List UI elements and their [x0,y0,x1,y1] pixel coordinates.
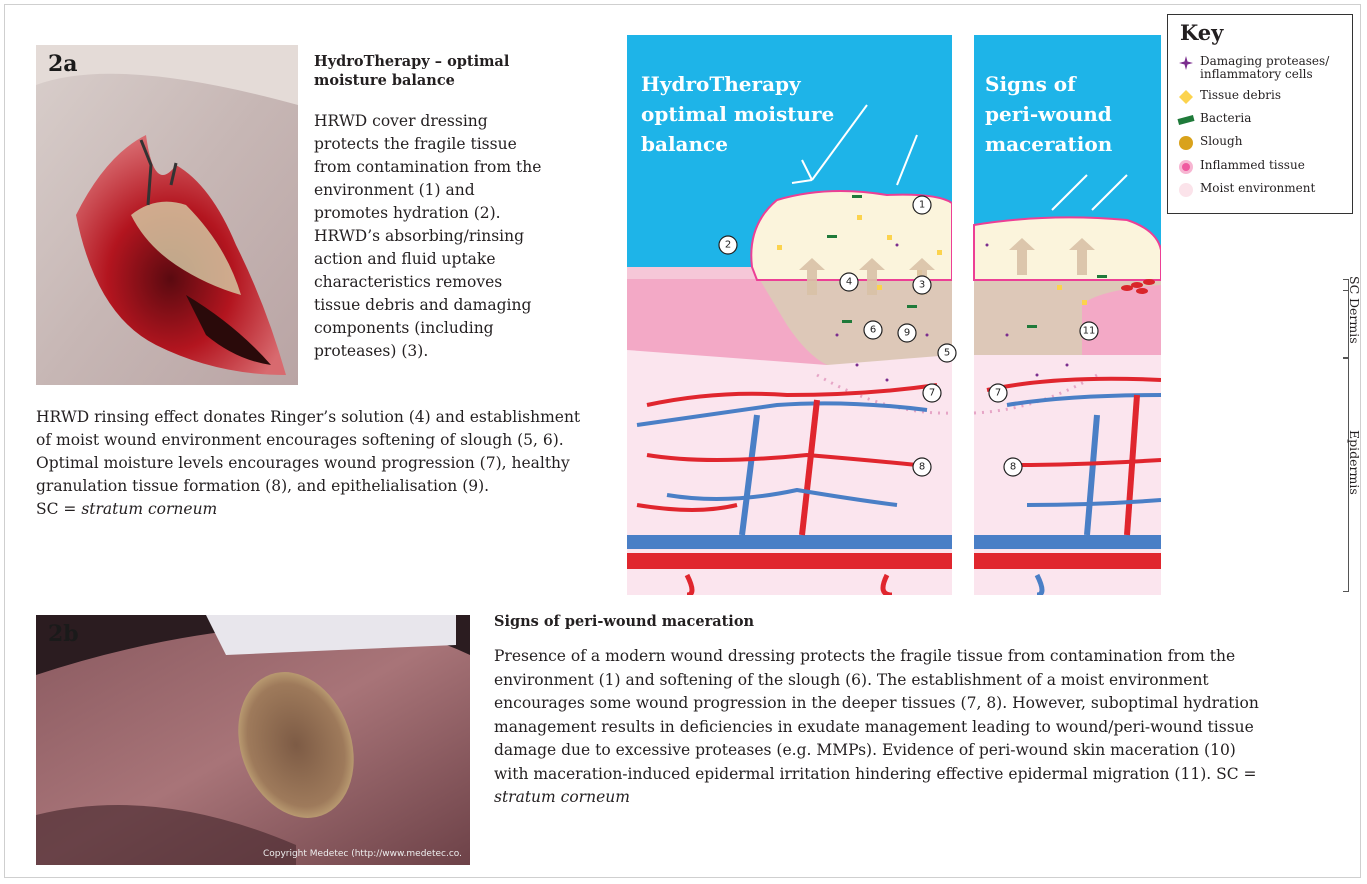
svg-text:11: 11 [1083,326,1096,337]
marker-11: 11 [1080,322,1098,340]
panel-2b-heading: Signs of peri-wound maceration [494,612,1094,631]
marker-2: 2 [719,236,737,254]
right-title-line-1: Signs of [985,72,1077,96]
protease-star-icon [1176,55,1196,71]
svg-text:7: 7 [929,388,935,399]
left-title-line-2: optimal moisture [641,102,834,126]
panel-2a-text-top: HRWD cover dressing protects the fragile… [314,110,550,363]
marker-9: 9 [898,324,916,342]
wound-photo-2b: 2b Copyright Medetec (http://www.medetec… [36,615,470,865]
panel-2a-sc-prefix: SC = [36,500,81,518]
key-label-proteases: Damaging proteases/ inflammatory cells [1200,55,1351,81]
key-label-moist: Moist environment [1200,182,1315,195]
marker-1: 1 [913,196,931,214]
svg-text:7: 7 [995,388,1001,399]
key-label-tissue-debris: Tissue debris [1200,89,1281,102]
marker-7-left: 7 [923,384,941,402]
panel-2a-text-bottom-body: HRWD rinsing effect donates Ringer’s sol… [36,408,580,495]
right-panel: Signs of peri-wound maceration [974,35,1161,595]
marker-4: 4 [840,273,858,291]
panel-2a-sc-italic: stratum corneum [81,500,217,518]
slough-circle-icon [1176,135,1196,151]
tissue-debris-diamond-icon [1176,89,1196,105]
moist-environment-circle-icon [1176,182,1196,198]
marker-3: 3 [913,276,931,294]
left-panel: HydroTherapy optimal moisture balance [627,35,952,595]
right-title-line-3: maceration [985,132,1113,156]
key-label-slough: Slough [1200,135,1242,148]
key-legend: Key Damaging proteases/ inflammatory cel… [1167,14,1353,214]
marker-8-left: 8 [913,458,931,476]
wound-diagram: HydroTherapy optimal moisture balance [627,35,1161,595]
inflamed-tissue-circle-icon [1176,159,1196,175]
dressing-right [974,217,1161,280]
left-title-line-3: balance [641,132,728,156]
right-title-line-2: peri-wound [985,102,1112,126]
svg-text:5: 5 [944,348,950,359]
panel-2a-text-bottom: HRWD rinsing effect donates Ringer’s sol… [36,406,596,521]
svg-text:8: 8 [919,462,925,473]
photo-copyright: Copyright Medetec (http://www.medetec.co… [263,849,462,859]
svg-text:4: 4 [846,277,852,288]
svg-text:2: 2 [725,240,731,251]
left-title-line-1: HydroTherapy [641,72,802,96]
wound-photo-2a: 2a [36,45,298,385]
dermis-layer-label: Dermis [1347,298,1362,344]
svg-text:6: 6 [870,325,876,336]
photo-label-2a: 2a [48,51,78,77]
epidermis-layer-label: Epidermis [1347,430,1362,495]
sc-layer-label: SC [1347,276,1362,294]
svg-text:9: 9 [904,328,910,339]
panel-2b-text: Presence of a modern wound dressing prot… [494,645,1264,810]
bacteria-bar-icon [1176,112,1196,128]
marker-5: 5 [938,344,956,362]
svg-text:8: 8 [1010,462,1016,473]
panel-divider [952,35,974,595]
marker-8-right: 8 [1004,458,1022,476]
key-label-bacteria: Bacteria [1200,112,1251,125]
panel-2a-heading: HydroTherapy – optimal moisture balance [314,52,564,90]
panel-2b-text-body: Presence of a modern wound dressing prot… [494,647,1259,783]
marker-7-right: 7 [989,384,1007,402]
svg-text:1: 1 [919,200,925,211]
key-title: Key [1180,20,1223,45]
marker-6: 6 [864,321,882,339]
key-label-inflamed: Inflammed tissue [1200,159,1305,172]
svg-text:3: 3 [919,280,925,291]
panel-2b-sc-italic: stratum corneum [494,788,630,806]
photo-label-2b: 2b [48,621,79,647]
